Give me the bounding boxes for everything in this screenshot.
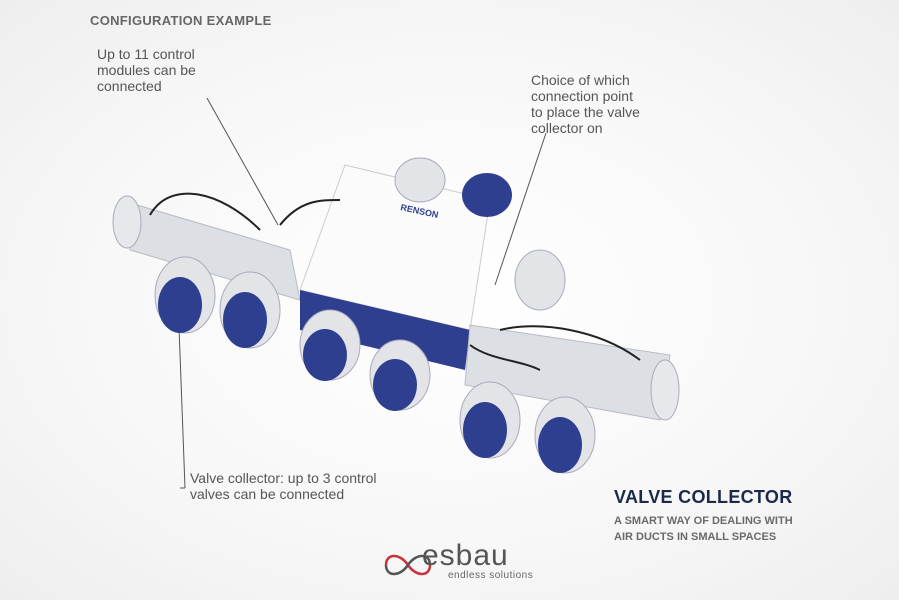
callout-control-modules: Up to 11 control modules can be connecte… — [97, 46, 196, 94]
logo-infinity-icon — [384, 554, 432, 576]
callout-line: modules can be — [97, 62, 196, 78]
central-unit: RENSON — [299, 157, 566, 411]
cables — [149, 192, 641, 371]
product-title: VALVE COLLECTOR — [614, 487, 793, 507]
callout-line: Valve collector: up to 3 control — [190, 470, 377, 486]
callout-line: connected — [97, 78, 162, 94]
subtitle-line: A SMART WAY OF DEALING WITH — [614, 515, 793, 527]
subtitle-line: AIR DUCTS IN SMALL SPACES — [614, 531, 777, 543]
product-subtitle: A SMART WAY OF DEALING WITH AIR DUCTS IN… — [614, 513, 793, 545]
callout-line: Up to 11 control — [97, 46, 195, 62]
page-heading: CONFIGURATION EXAMPLE — [90, 13, 272, 28]
callout-valve-collector: Valve collector: up to 3 control valves … — [190, 470, 377, 502]
logo-wordmark: esbau — [422, 539, 509, 572]
callout-line: to place the valve — [531, 104, 640, 120]
logo-tagline: endless solutions — [448, 570, 534, 581]
left-valve-collector — [112, 195, 301, 349]
callout-line: valves can be connected — [190, 486, 345, 502]
right-valve-collector — [459, 324, 680, 474]
callout-line: connection point — [531, 88, 633, 104]
company-logo: esbau endless solutions — [378, 539, 533, 590]
callout-line: Choice of which — [531, 72, 630, 88]
callout-line: collector on — [531, 120, 603, 136]
callout-connection-point: Choice of which connection point to plac… — [531, 72, 640, 136]
